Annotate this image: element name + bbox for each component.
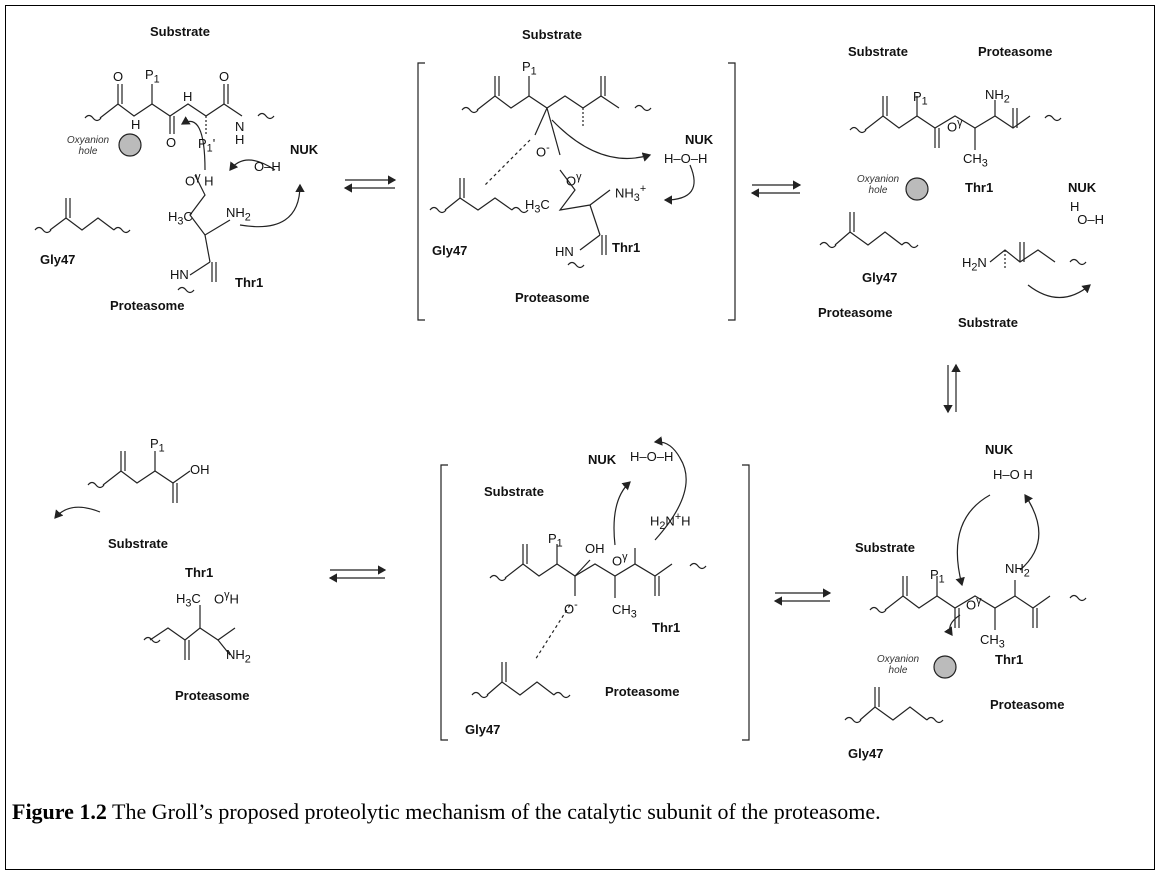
methyl-label: CH3: [980, 632, 1005, 651]
ammonium-label: NH3+: [615, 183, 647, 204]
panel-5-substrate-label: Substrate: [484, 484, 544, 499]
methyl-label: H3C: [176, 591, 201, 610]
methyl-label: H3C: [168, 209, 193, 228]
p1-atom-label: P1: [150, 436, 165, 455]
panel-4-substrate-label: Substrate: [855, 540, 915, 555]
panel-4-thr1-label: Thr1: [995, 652, 1024, 667]
ester-o-label: Oγ: [966, 595, 982, 613]
figure-caption: Figure 1.2 The Groll’s proposed proteoly…: [12, 798, 1147, 826]
alkoxide-label: O-: [536, 142, 550, 160]
amine-label: NH2: [1005, 561, 1030, 580]
equilibrium-arrow-vertical: [943, 363, 961, 414]
panel-5-thr1-label: Thr1: [652, 620, 681, 635]
panel-4-oxyanion-hole-label: Oxyanion hole: [876, 654, 920, 676]
water-label: H O–H: [1070, 199, 1104, 227]
amine-label: H2N: [962, 255, 987, 274]
thr-oxygen-label: Oγ: [566, 171, 582, 189]
equilibrium-arrow-4: [328, 565, 387, 583]
p1-atom-label: P1: [930, 567, 945, 586]
panel-4-nuk-label: NUK: [985, 442, 1014, 457]
panel-5-gly47-label: Gly47: [465, 722, 501, 737]
water-label: O–H: [254, 159, 281, 174]
methyl-label: CH3: [963, 151, 988, 170]
hydroxyl-label: OH: [585, 541, 605, 556]
carbonyl-o-label: O: [166, 135, 177, 150]
panel-1-thr1-label: Thr1: [235, 275, 264, 290]
caption-text: The Groll’s proposed proteolytic mechani…: [106, 799, 881, 824]
panel-3-thr1-label: Thr1: [965, 180, 994, 195]
carbonyl-o-label: O: [113, 69, 124, 84]
carboxyl-oh-label: OH: [190, 462, 210, 477]
equilibrium-arrow-3: [773, 588, 832, 606]
amide-h-label: H: [131, 117, 141, 132]
p1-atom-label: P1: [913, 89, 928, 108]
panel-1-oxyanion-hole-label: Oxyanion hole: [66, 135, 110, 157]
bracket-left-top: [417, 62, 425, 321]
bracket-right-bottom: [742, 464, 750, 741]
p1-atom-label: P1: [548, 531, 563, 550]
figure-number: Figure 1.2: [12, 799, 107, 824]
panel-2-gly47-label: Gly47: [432, 243, 468, 258]
panel-3-substrate-label-bottom: Substrate: [958, 315, 1018, 330]
water-label: H–O–H: [630, 449, 674, 464]
panel-3-substrate-label: Substrate: [848, 44, 908, 59]
panel-5-structure: [471, 436, 707, 699]
alkoxide-label: O-: [564, 599, 578, 617]
carbonyl-o-label: O: [219, 69, 230, 84]
panel-1-gly47-label: Gly47: [40, 252, 76, 267]
thr-oxygen-label: OγH: [214, 589, 239, 607]
water-label: H–O–H: [664, 151, 708, 166]
panel-3-proteasome-label-bottom: Proteasome: [818, 305, 893, 320]
amide-nh-label: HN: [555, 244, 574, 259]
panel-1-structure: [34, 84, 305, 294]
methyl-label: H3C: [525, 197, 550, 216]
panel-5-proteasome-label: Proteasome: [605, 684, 680, 699]
ester-o-label: Oγ: [947, 117, 963, 135]
panel-3-proteasome-label: Proteasome: [978, 44, 1053, 59]
p1-atom-label: P1: [522, 59, 537, 78]
amide-nh-label: HN: [170, 267, 189, 282]
p1-atom-label: P1: [145, 67, 160, 86]
panel-2-proteasome-label: Proteasome: [515, 290, 590, 305]
amine-label: NH2: [226, 205, 251, 224]
amide-h-label: H: [183, 89, 193, 104]
panel-3-gly47-label: Gly47: [862, 270, 898, 285]
bracket-left-bottom: [440, 464, 448, 741]
mechanism-scheme: [34, 62, 1091, 741]
panel-2-structure: [429, 76, 695, 269]
thr-oxygen-label: Oγ: [612, 551, 628, 569]
panel-4-structure: [844, 494, 1087, 724]
panel-6-structure: [54, 451, 236, 660]
amine-label: NH2: [985, 87, 1010, 106]
panel-2-substrate-label: Substrate: [522, 27, 582, 42]
panel-2-thr1-label: Thr1: [612, 240, 641, 255]
panel-6-substrate-label: Substrate: [108, 536, 168, 551]
panel-4-proteasome-label: Proteasome: [990, 697, 1065, 712]
panel-6-thr1-label: Thr1: [185, 565, 214, 580]
panel-1-proteasome-label: Proteasome: [110, 298, 185, 313]
methyl-label: CH3: [612, 602, 637, 621]
thr-oxygen-label: Oγ H: [185, 171, 214, 189]
panel-3-oxyanion-hole-label: Oxyanion hole: [856, 174, 900, 196]
p1prime-atom-label: P1': [198, 136, 216, 155]
panel-3-structure: [819, 96, 1091, 298]
equilibrium-arrow-2: [750, 180, 802, 198]
panel-4-gly47-label: Gly47: [848, 746, 884, 761]
panel-1-substrate-label: Substrate: [150, 24, 210, 39]
water-label: H–O H: [993, 467, 1033, 482]
panel-1-nuk-label: NUK: [290, 142, 319, 157]
ammonium-label: H2N+H: [650, 511, 691, 532]
panel-6-proteasome-label: Proteasome: [175, 688, 250, 703]
panel-5-nuk-label: NUK: [588, 452, 617, 467]
panel-2-nuk-label: NUK: [685, 132, 714, 147]
figure-frame: [5, 5, 1155, 870]
equilibrium-arrow-1: [343, 175, 397, 193]
bracket-right-top: [728, 62, 736, 321]
amine-label: NH2: [226, 647, 251, 666]
panel-3-nuk-label: NUK: [1068, 180, 1097, 195]
